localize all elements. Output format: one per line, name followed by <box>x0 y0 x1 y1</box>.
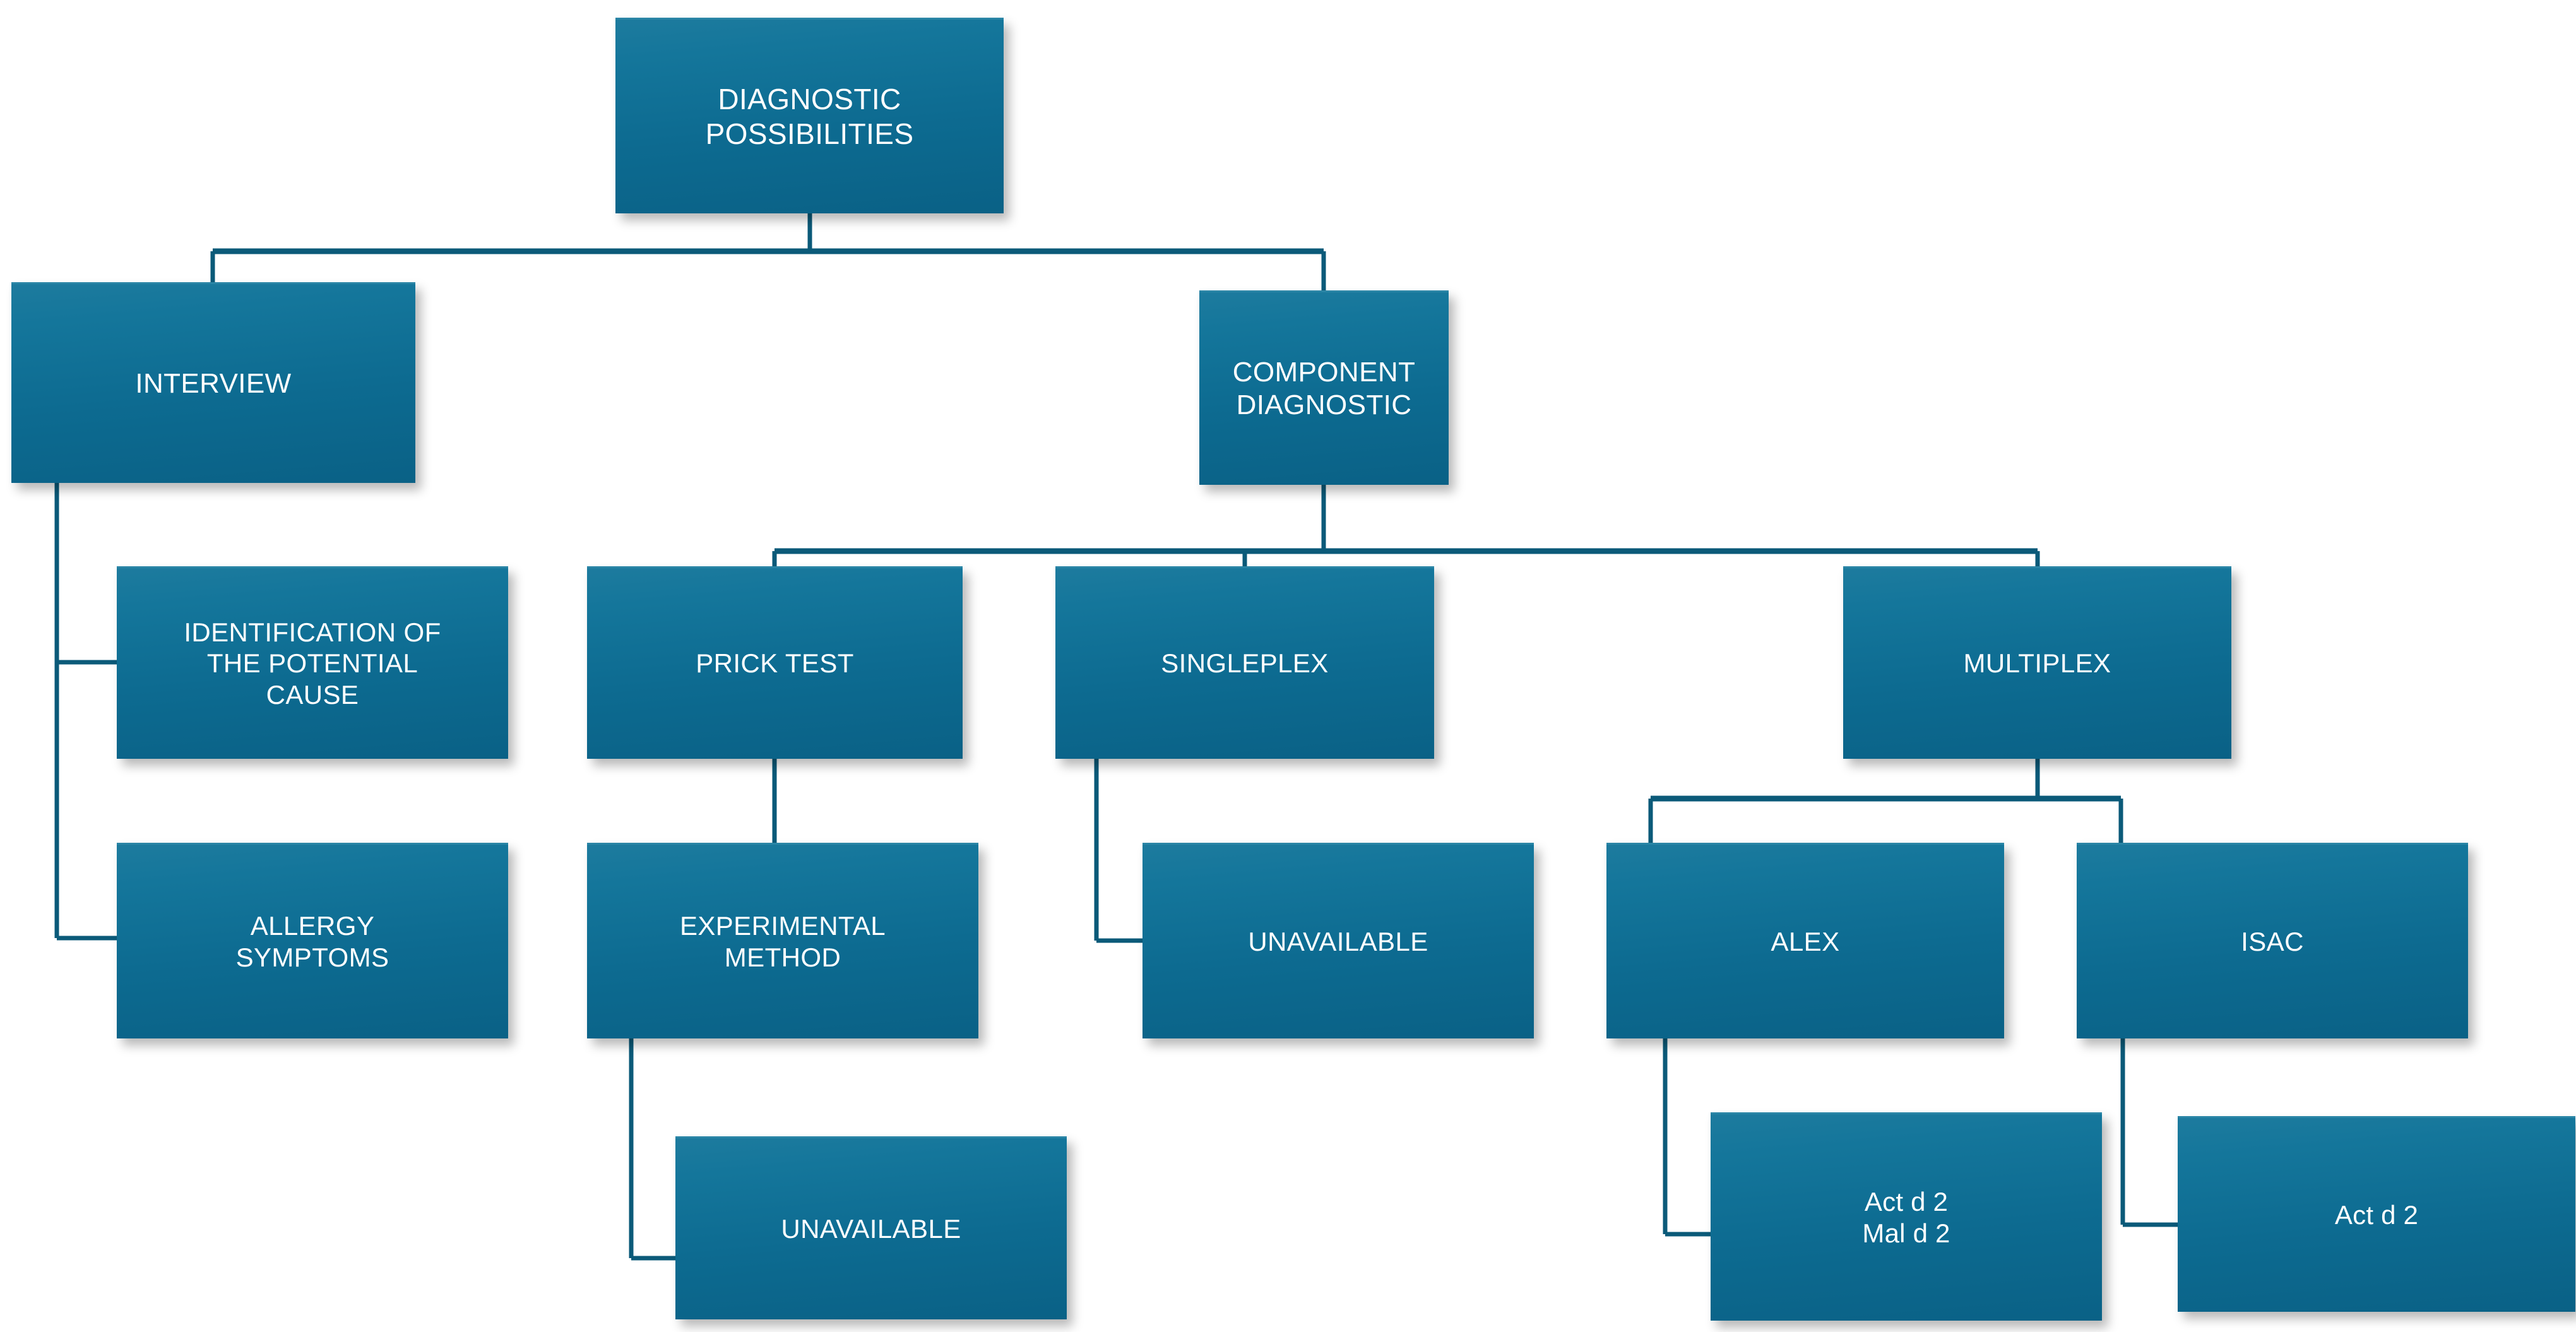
node-diagnostic-possibilities[interactable]: DIAGNOSTIC POSSIBILITIES <box>615 18 1004 213</box>
node-label: EXPERIMENTAL METHOD <box>679 910 886 972</box>
node-singleplex[interactable]: SINGLEPLEX <box>1055 566 1434 759</box>
node-label: Act d 2 <box>2334 1199 2419 1230</box>
node-prick-test[interactable]: PRICK TEST <box>587 566 963 759</box>
node-unavailable-singleplex[interactable]: UNAVAILABLE <box>1143 843 1534 1038</box>
node-interview[interactable]: INTERVIEW <box>11 282 415 483</box>
node-label: PRICK TEST <box>696 648 854 679</box>
node-label: ALEX <box>1771 926 1840 956</box>
node-label: SINGLEPLEX <box>1161 648 1329 679</box>
node-label: COMPONENT DIAGNOSTIC <box>1232 356 1416 420</box>
node-label: MULTIPLEX <box>1963 648 2111 679</box>
node-label: DIAGNOSTIC POSSIBILITIES <box>705 83 914 150</box>
node-alex-allergens[interactable]: Act d 2 Mal d 2 <box>1711 1112 2102 1321</box>
node-alex[interactable]: ALEX <box>1606 843 2004 1038</box>
node-unavailable-experimental[interactable]: UNAVAILABLE <box>675 1136 1067 1319</box>
node-label: ALLERGY SYMPTOMS <box>235 910 389 972</box>
node-component-diagnostic[interactable]: COMPONENT DIAGNOSTIC <box>1199 290 1449 485</box>
node-isac-allergens[interactable]: Act d 2 <box>2178 1116 2575 1312</box>
node-label: UNAVAILABLE <box>781 1213 961 1244</box>
node-label: IDENTIFICATION OF THE POTENTIAL CAUSE <box>184 617 441 710</box>
node-isac[interactable]: ISAC <box>2077 843 2468 1038</box>
node-label: INTERVIEW <box>135 367 292 399</box>
node-allergy-symptoms[interactable]: ALLERGY SYMPTOMS <box>117 843 508 1038</box>
node-experimental-method[interactable]: EXPERIMENTAL METHOD <box>587 843 978 1038</box>
node-label: ISAC <box>2241 926 2304 956</box>
node-identification-of-the-potential-cause[interactable]: IDENTIFICATION OF THE POTENTIAL CAUSE <box>117 566 508 759</box>
node-multiplex[interactable]: MULTIPLEX <box>1843 566 2231 759</box>
node-label: Act d 2 Mal d 2 <box>1862 1186 1950 1248</box>
node-label: UNAVAILABLE <box>1248 926 1428 956</box>
